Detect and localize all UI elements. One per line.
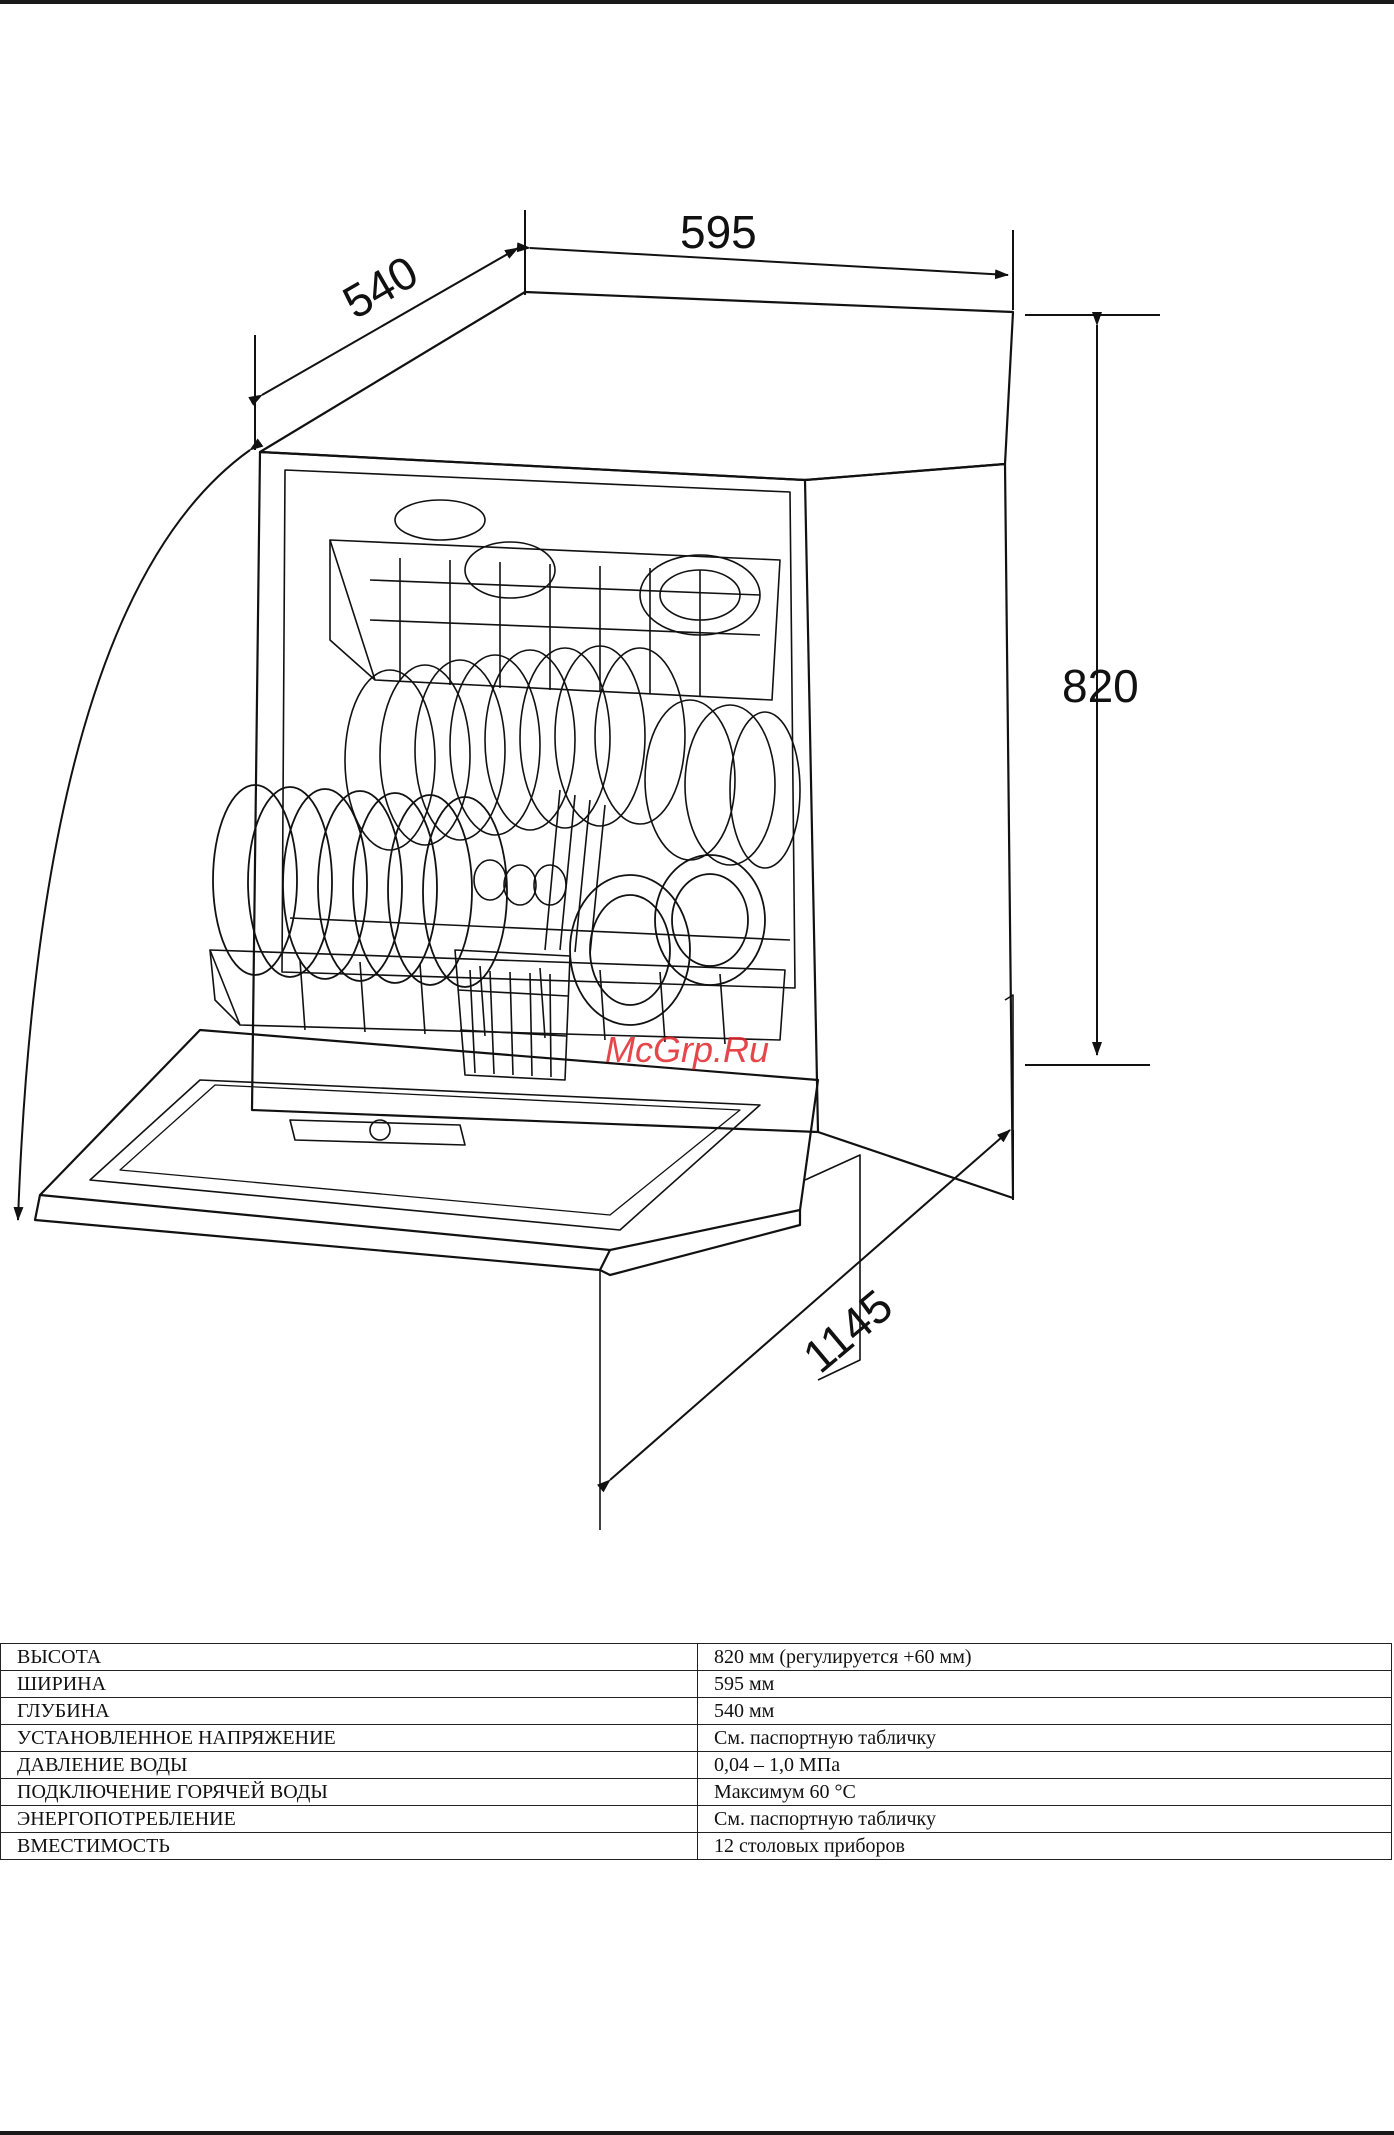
spec-param: ПОДКЛЮЧЕНИЕ ГОРЯЧЕЙ ВОДЫ xyxy=(1,1779,698,1806)
table-row: ГЛУБИНА 540 мм xyxy=(1,1698,1392,1725)
cabinet-side xyxy=(805,464,1013,1198)
spec-value: 820 мм (регулируется +60 мм) xyxy=(698,1644,1392,1671)
spec-value: См. паспортную табличку xyxy=(698,1725,1392,1752)
table-row: ЭНЕРГОПОТРЕБЛЕНИЕ См. паспортную табличк… xyxy=(1,1806,1392,1833)
table-row: ВЫСОТА 820 мм (регулируется +60 мм) xyxy=(1,1644,1392,1671)
table-row: ДАВЛЕНИЕ ВОДЫ 0,04 – 1,0 МПа xyxy=(1,1752,1392,1779)
watermark: McGrp.Ru xyxy=(605,1029,769,1070)
lower-plates-back xyxy=(345,646,800,868)
depth-label: 540 xyxy=(334,245,426,328)
spec-param: ДАВЛЕНИЕ ВОДЫ xyxy=(1,1752,698,1779)
table-row: ПОДКЛЮЧЕНИЕ ГОРЯЧЕЙ ВОДЫ Максимум 60 °С xyxy=(1,1779,1392,1806)
lower-basket xyxy=(210,918,790,1044)
spec-param: УСТАНОВЛЕННОЕ НАПРЯЖЕНИЕ xyxy=(1,1725,698,1752)
spec-param: ВЫСОТА xyxy=(1,1644,698,1671)
spec-param: ВМЕСТИМОСТЬ xyxy=(1,1833,698,1860)
table-row: УСТАНОВЛЕННОЕ НАПРЯЖЕНИЕ См. паспортную … xyxy=(1,1725,1392,1752)
door-swing-arc xyxy=(18,450,250,1220)
lower-plates-front xyxy=(213,785,765,1025)
spec-value: Максимум 60 °С xyxy=(698,1779,1392,1806)
bottom-rule xyxy=(0,2131,1394,2135)
spec-param: ГЛУБИНА xyxy=(1,1698,698,1725)
spec-value: 595 мм xyxy=(698,1671,1392,1698)
spec-param: ЭНЕРГОПОТРЕБЛЕНИЕ xyxy=(1,1806,698,1833)
width-dimension-line xyxy=(530,248,1008,275)
spec-value: 540 мм xyxy=(698,1698,1392,1725)
spec-value: 0,04 – 1,0 МПа xyxy=(698,1752,1392,1779)
dishwasher-dimension-diagram: 595 540 820 1145 McGrp.Ru xyxy=(0,180,1394,1540)
table-row: ШИРИНА 595 мм xyxy=(1,1671,1392,1698)
table-row: ВМЕСТИМОСТЬ 12 столовых приборов xyxy=(1,1833,1392,1860)
spec-value: См. паспортную табличку xyxy=(698,1806,1392,1833)
depth-door-open-label: 1145 xyxy=(793,1279,902,1382)
specifications-table: ВЫСОТА 820 мм (регулируется +60 мм) ШИРИ… xyxy=(0,1643,1392,1860)
spec-param: ШИРИНА xyxy=(1,1671,698,1698)
top-rule xyxy=(0,0,1394,4)
height-label: 820 xyxy=(1062,660,1139,712)
detergent-dispenser xyxy=(290,1120,465,1145)
spec-value: 12 столовых приборов xyxy=(698,1833,1392,1860)
upper-basket xyxy=(330,500,780,700)
width-label: 595 xyxy=(680,206,757,258)
depth-door-open-dimension-line xyxy=(610,1130,1010,1480)
